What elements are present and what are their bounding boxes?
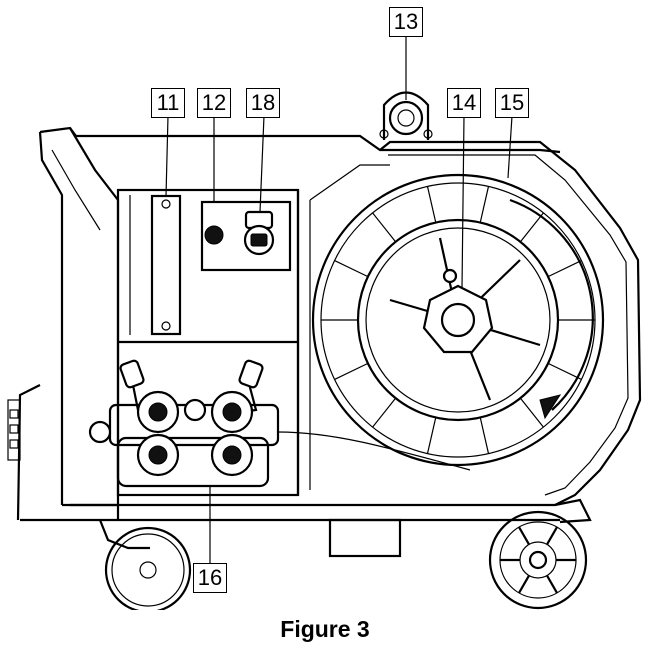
wire-reel-15 — [311, 173, 605, 467]
reel-rib — [334, 362, 369, 380]
wheel-spoke — [518, 575, 530, 594]
wire-feeder-16 — [88, 359, 471, 488]
callout-11: 11 — [151, 88, 185, 118]
front-castor — [98, 518, 402, 610]
figure-caption: Figure 3 — [280, 616, 370, 642]
wheel-spokes — [500, 526, 576, 594]
socket-12 — [204, 225, 224, 245]
wheel-spoke — [546, 575, 558, 594]
reel-spokes — [321, 186, 595, 454]
reel-rib — [372, 212, 397, 243]
rear-wheel — [488, 498, 592, 610]
side-panel-11 — [150, 194, 182, 336]
reel-rib — [547, 362, 582, 380]
reel-rib — [519, 397, 544, 428]
spindle-14 — [389, 237, 541, 401]
reel-rib — [479, 417, 490, 454]
connector-18 — [243, 210, 275, 256]
callout-13: 13 — [389, 7, 423, 37]
callout-18: 18 — [246, 88, 280, 118]
reel-rib — [479, 186, 490, 223]
reel-rib — [426, 417, 437, 454]
machine-chassis — [7, 126, 642, 522]
callout-16: 16 — [193, 563, 227, 593]
wheel-spoke — [546, 526, 558, 545]
reel-rib — [519, 212, 544, 243]
reel-rib — [334, 260, 369, 278]
callout-12: 12 — [197, 88, 231, 118]
leader-lines — [165, 36, 513, 565]
reel-rib — [372, 397, 397, 428]
reel-rib — [547, 260, 582, 278]
callout-15: 15 — [495, 88, 529, 118]
reel-rib — [426, 186, 437, 223]
welding-machine-drawing — [7, 36, 642, 610]
callout-14: 14 — [447, 88, 481, 118]
control-panel — [200, 200, 292, 272]
wheel-spoke — [518, 526, 530, 545]
